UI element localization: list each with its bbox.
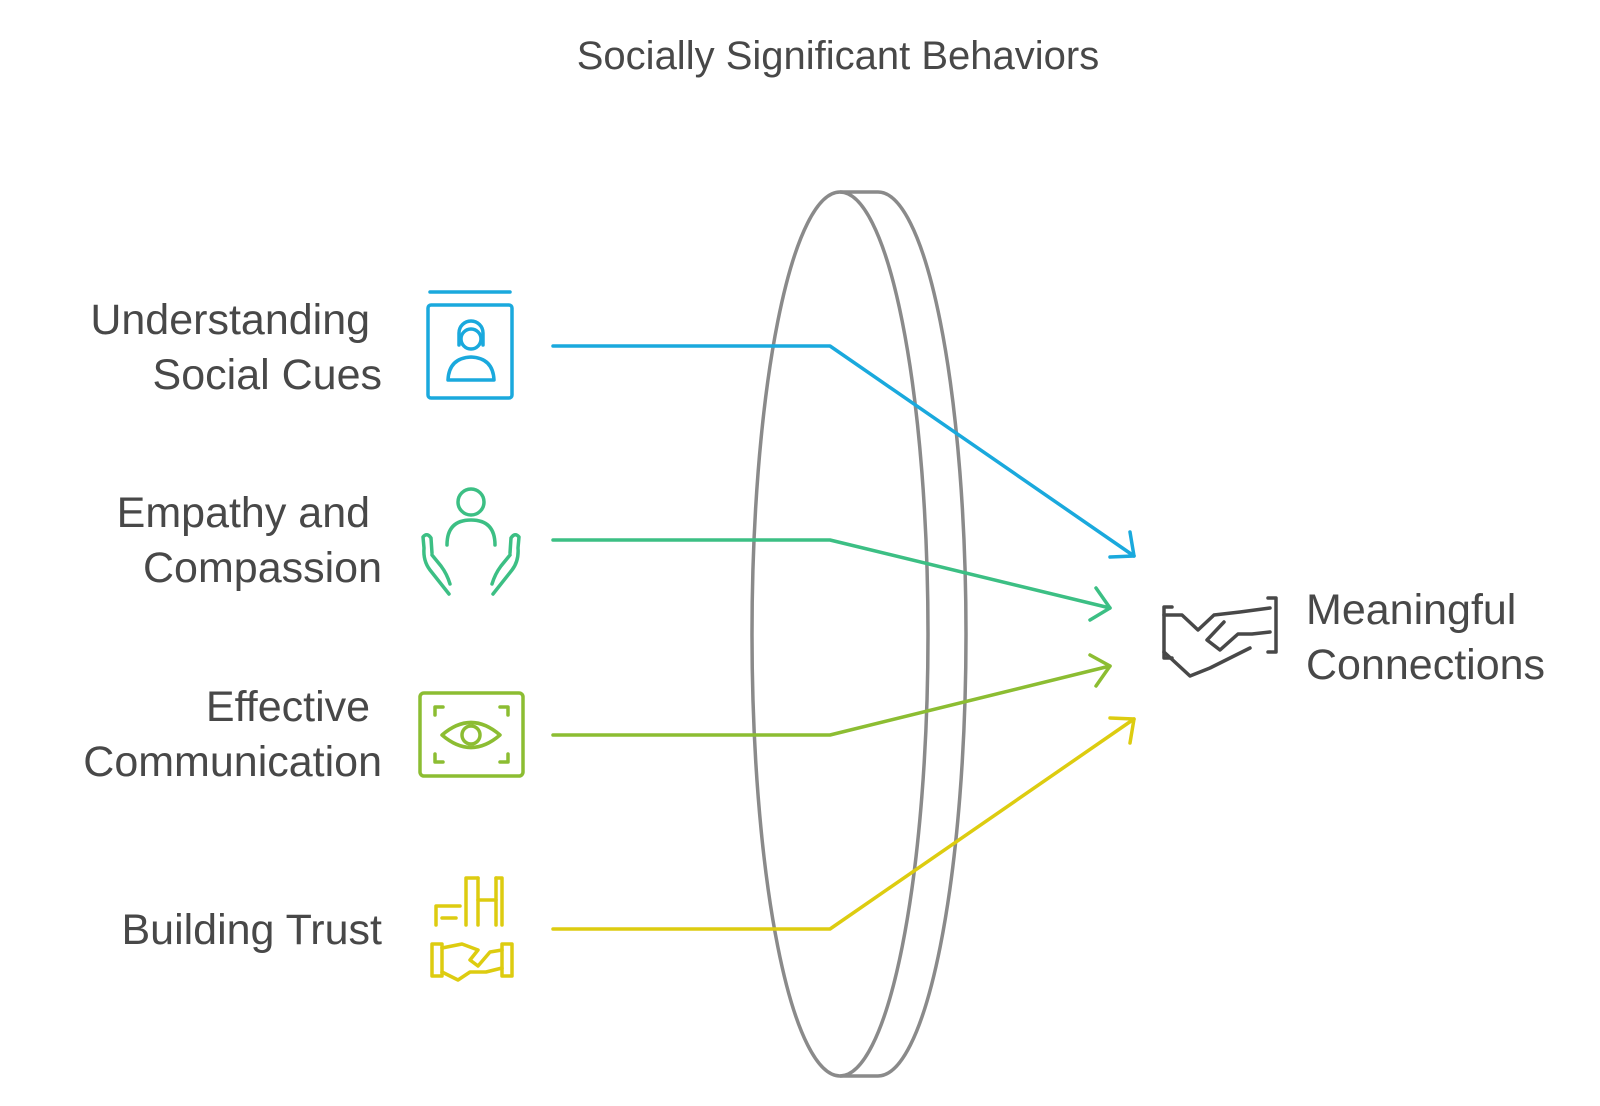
input-label-line-1: Empathy and xyxy=(117,489,370,537)
handshake-icon xyxy=(1162,596,1278,678)
diagram-title: Socially Significant Behaviors xyxy=(577,34,1099,78)
input-building-trust: Building Trust xyxy=(121,716,1136,982)
input-understanding-social-cues: Understanding Social Cues xyxy=(90,290,1136,559)
lens-back-face xyxy=(840,190,968,1078)
arrow-understanding-social-cues xyxy=(551,344,1136,559)
input-label-line-1: Effective xyxy=(206,683,370,731)
input-label: Understanding Social Cues xyxy=(90,296,382,399)
lens xyxy=(750,190,968,1078)
input-label: Empathy and Compassion xyxy=(117,489,382,592)
input-label: Effective Communication xyxy=(83,683,382,786)
buildings-handshake-icon xyxy=(430,876,514,982)
arrow-building-trust xyxy=(551,716,1136,931)
person-with-caring-hands-icon xyxy=(421,487,521,596)
output-label: Meaningful Connections xyxy=(1306,586,1545,689)
person-portrait-book-icon xyxy=(426,290,514,400)
input-label: Building Trust xyxy=(121,906,382,954)
output-label-line-1: Meaningful xyxy=(1306,586,1516,634)
output-label-line-2: Connections xyxy=(1306,641,1545,689)
input-label-line-2: Compassion xyxy=(143,544,382,592)
input-empathy-and-compassion: Empathy and Compassion xyxy=(117,487,1112,622)
input-label-line-1: Building Trust xyxy=(121,906,382,954)
input-effective-communication: Effective Communication xyxy=(83,653,1112,786)
arrow-empathy-and-compassion xyxy=(551,538,1112,622)
lens-front-face xyxy=(750,190,930,1078)
eye-in-frame-icon xyxy=(418,691,525,778)
input-label-line-1: Understanding xyxy=(90,296,370,344)
input-label-line-2: Communication xyxy=(83,738,382,786)
arrow-effective-communication xyxy=(551,653,1112,737)
output-meaningful-connections: Meaningful Connections xyxy=(1162,586,1545,689)
input-label-line-2: Social Cues xyxy=(153,351,382,399)
